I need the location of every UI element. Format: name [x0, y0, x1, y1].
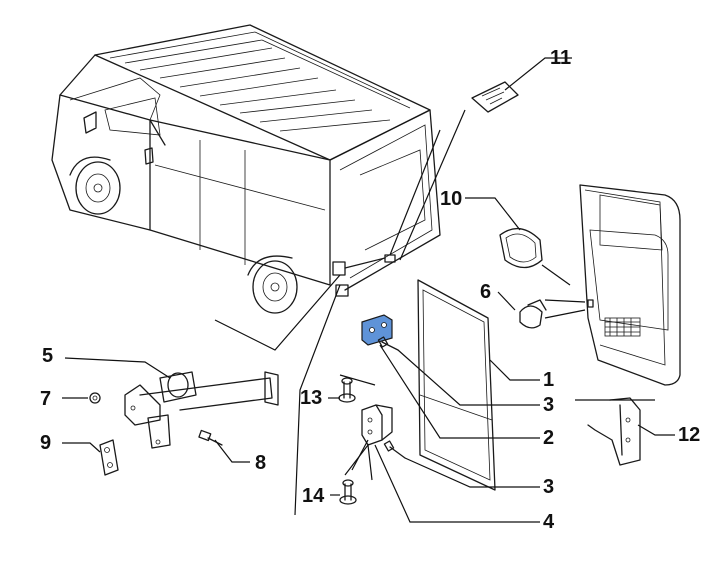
rear-door-interior: [579, 184, 681, 386]
bolt-8: [198, 429, 223, 446]
bolt-14: [339, 479, 357, 505]
bracket-12: [587, 397, 641, 466]
callout-8: 8: [255, 452, 266, 474]
callout-6: 6: [480, 281, 491, 303]
seal-10: [499, 228, 543, 269]
callout-2: 2: [543, 427, 554, 449]
callout-10: 10: [440, 188, 462, 210]
door-panel: [417, 279, 496, 491]
callout-9: 9: [40, 432, 51, 454]
callout-1: 1: [543, 369, 554, 391]
callout-7: 7: [40, 388, 51, 410]
callout-13: 13: [300, 387, 322, 409]
nut-7: [89, 392, 101, 404]
screw-upper: [377, 336, 399, 351]
callout-3-lower: 3: [543, 476, 554, 498]
bumper-6: [519, 299, 547, 329]
hinge-highlighted: [361, 314, 393, 346]
leader-lines: [62, 57, 675, 523]
door-check-strap: [124, 371, 279, 449]
screw-lower: [383, 440, 406, 459]
callout-5: 5: [42, 345, 53, 367]
hinge-lower: [361, 404, 393, 446]
callout-3-upper: 3: [543, 394, 554, 416]
plate-9: [99, 439, 119, 476]
callout-11: 11: [550, 47, 571, 69]
callout-12: 12: [678, 424, 700, 446]
callout-labels: 11 10 6 1 3 2 3 4 13 14 5 7 9 8 12: [40, 47, 700, 533]
callout-14: 14: [302, 485, 325, 507]
bolt-13: [338, 377, 356, 403]
van-illustration: [51, 24, 441, 314]
callout-4: 4: [543, 511, 555, 533]
van-leader-lines: [214, 109, 466, 516]
label-11: [471, 81, 519, 113]
